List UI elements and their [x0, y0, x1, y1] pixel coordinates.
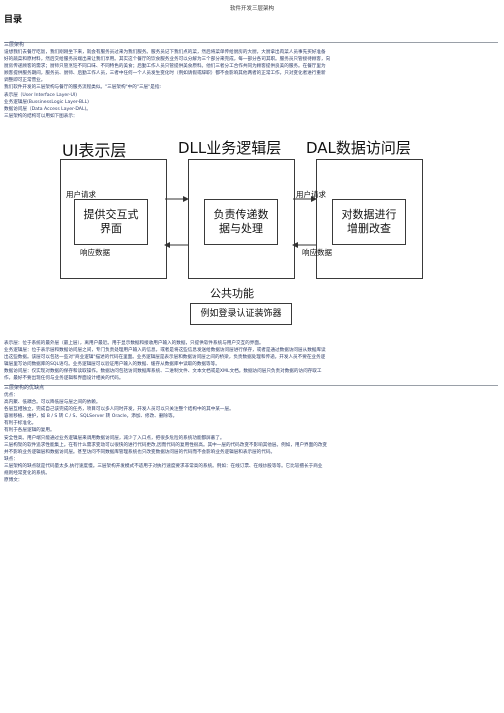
text-line: 数据访问层（Data Access Layer-DAL)。 — [4, 106, 91, 112]
toc-heading: 目录 — [4, 15, 23, 25]
text-line: 辑层里写访问数据库的SQL语句。业务逻辑层可以验证用户输入的数据、缓存从数据库中… — [4, 362, 220, 368]
text-line: 有利于各层逻辑的复用。 — [4, 428, 55, 434]
section-rule — [4, 385, 498, 386]
bll-layer-title: DLL业务逻辑层 — [178, 139, 282, 157]
text-line: 设想我们去餐厅吃饭，我们刚刚坐下来，就会有服务员过来为我们服务。服务员记下我们点… — [4, 50, 326, 55]
text-line: 三层构架的软件追求性能集上。在有什么需求变动可以很快的进行代码更改,因而代码的复… — [4, 442, 328, 448]
text-line: 各层互相独立，完成自己该完成的任务，项目可以多人同时开发，开发人员可以只关注整个… — [4, 407, 234, 413]
bll-box: 负责传递数据与处理 — [204, 199, 278, 245]
text-line: 安全性高。用户端只能通过业务逻辑层来调用数据访问层，减少了入口点，把很多危险的系… — [4, 435, 225, 441]
dal-box: 对数据进行增删改查 — [332, 199, 406, 245]
text-line: 作，最好不要出现任何与业务逻辑和界面设计相关的代码。 — [4, 376, 124, 382]
text-line: 表示层：位于系统的最外层（最上层），离用户最近。用于显示数据和接收用户输入的数据… — [4, 341, 264, 346]
common-function-label: 例如登录认证装饰器 — [200, 309, 282, 319]
common-function-box: 例如登录认证装饰器 — [190, 303, 292, 325]
dal-layer-title: DAL数据访问层 — [306, 139, 411, 157]
architecture-diagram: UI表示层 DLL业务逻辑层 DAL数据访问层 提供交互式界面 负责传递数据与处… — [60, 137, 426, 328]
text-line: 业务逻辑层：位于表示层和数据访问层之间，专门负责处理用户输入的信息，或者是将这些… — [4, 348, 326, 354]
ui-box: 提供交互式界面 — [74, 199, 148, 245]
document-title: 软件开发三层架构 — [229, 6, 274, 12]
text-line: 好的蔬菜和原材料，然后交给服务员端出来让我们享用。其实这个餐厅的饮食服务业务可以… — [4, 57, 331, 63]
text-line: 出这些数据。该层可以包括一些对"商业逻辑"描述的代码在里面。业务逻辑层是表示层和… — [4, 355, 326, 361]
pros-cons-paragraph: 优点： 高内聚、低耦合。可以降低层与层之间的依赖。 各层互相独立，完成自己该完成… — [4, 392, 498, 484]
text-line: 顾客提供服务期间，服务员、厨师、后勤工作人员，三者中任何一个人员发生变化时（例如… — [4, 71, 326, 77]
layer-descriptions: 表示层：位于系统的最外层（最上层），离用户最近。用于显示数据和接收用户输入的数据… — [4, 340, 498, 383]
dal-box-label: 对数据进行增删改查 — [341, 208, 397, 235]
bll-box-label: 负责传递数据与处理 — [213, 208, 269, 235]
intro-paragraph: 设想我们去餐厅吃饭，我们刚刚坐下来，就会有服务员过来为我们服务。服务员记下我们点… — [4, 49, 498, 120]
text-line: 规则经常变化的系统。 — [4, 471, 50, 477]
text-line: 业务逻辑层(BussinessLogic Layer-BLL) — [4, 99, 89, 105]
text-line: 表示层（User Interface Layer-UI) — [4, 92, 78, 98]
common-function-title: 公共功能 — [210, 287, 254, 300]
request-label-ui-bll: 用户请求 — [66, 190, 96, 199]
response-label-dal-bll: 响应数据 — [302, 248, 332, 257]
section-title-architecture: 三层架构 — [4, 42, 25, 48]
text-line: 高内聚、低耦合。可以降低层与层之间的依赖。 — [4, 400, 101, 406]
text-line: 数据访问层：仅实现对数据的保存和读取操作。数据访问包括访问数据库系统、二进制文件… — [4, 369, 322, 375]
text-line: 缺点： — [4, 456, 18, 462]
diagram-connectors — [164, 196, 317, 248]
text-line: 三层架构的结构可以用如下图表示： — [4, 113, 78, 119]
section-rule — [4, 42, 498, 43]
section-title-pros-cons: 三层架构的优缺点 — [4, 385, 45, 391]
text-line: 我们软件开发的三层架构与餐厅的服务流程类似。"三层架构"中的"三层"是指: — [4, 85, 162, 91]
text-line: 三层架构的缺点就是代码量太多,执行速度慢。三层架构开发模式不适用于对执行速度要求… — [4, 463, 323, 469]
response-label-bll-ui: 响应数据 — [80, 248, 110, 257]
text-line: 并不影响业务逻辑层和数据访问层。甚至访问不同数据库管理系统也只改变数据访问层的代… — [4, 449, 276, 455]
text-line: 优点： — [4, 393, 18, 398]
ui-layer-title: UI表示层 — [62, 141, 127, 160]
text-line: 厨房传递顾客的需求；厨师只管烹饪不同口味、不同特色的美食；后勤工作人员只管提供美… — [4, 64, 326, 70]
request-label-bll-dal: 用户请求 — [296, 190, 326, 199]
text-line: 原博文： — [4, 478, 23, 484]
text-line: 调整即可正常营业。 — [4, 78, 46, 84]
text-line: 容易移植、维护，如 B / S 转 C / S、SQLServer 转 Orac… — [4, 414, 178, 420]
text-line: 有利于标准化。 — [4, 421, 37, 427]
ui-box-label: 提供交互式界面 — [83, 208, 139, 235]
